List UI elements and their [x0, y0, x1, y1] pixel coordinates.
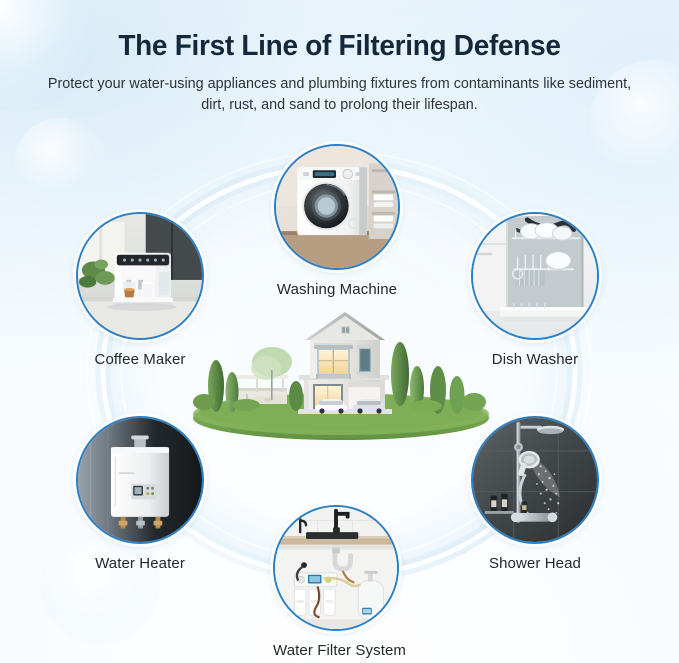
node-label-washing-machine: Washing Machine	[276, 281, 398, 298]
node-label-coffee-maker: Coffee Maker	[94, 351, 186, 368]
node-washing-machine[interactable]: Washing Machine	[274, 144, 400, 298]
header: The First Line of Filtering Defense Prot…	[0, 0, 679, 116]
node-dish-washer[interactable]: Dish Washer	[471, 212, 599, 368]
washing-machine-photo	[274, 144, 400, 270]
node-coffee-maker[interactable]: Coffee Maker	[76, 212, 204, 368]
node-water-heater[interactable]: Water Heater	[76, 416, 204, 572]
page-subtitle: Protect your water-using appliances and …	[47, 76, 632, 114]
house-illustration	[186, 302, 496, 442]
car	[353, 399, 385, 414]
node-label-dish-washer: Dish Washer	[491, 351, 579, 368]
decorative-bubble-icon	[14, 118, 106, 210]
node-label-water-filter: Water Filter System	[273, 642, 407, 659]
coffee-maker-photo	[76, 212, 204, 340]
dish-washer-photo	[471, 212, 599, 340]
node-label-water-heater: Water Heater	[95, 555, 185, 572]
shower-head-photo	[471, 416, 599, 544]
car	[315, 399, 347, 414]
page-title: The First Line of Filtering Defense	[118, 30, 561, 62]
water-filter-system-photo	[273, 505, 399, 631]
node-shower-head[interactable]: Shower Head	[471, 416, 599, 572]
water-heater-photo	[76, 416, 204, 544]
node-water-filter[interactable]: Water Filter System	[273, 505, 406, 659]
node-label-shower-head: Shower Head	[489, 555, 581, 572]
